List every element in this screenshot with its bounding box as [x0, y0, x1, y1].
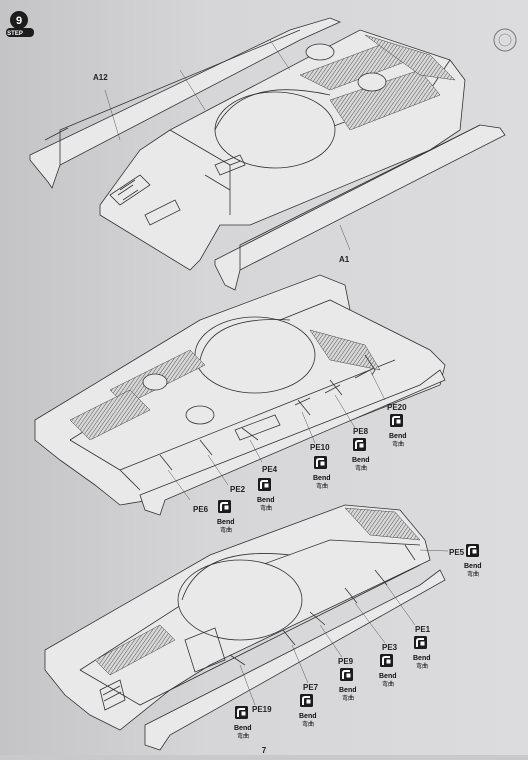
part-label-pe8: PE8 — [353, 427, 369, 436]
bend-note-pe8: Bend 弯曲 — [352, 437, 370, 472]
part-label-a12: A12 — [93, 73, 108, 82]
part-label-pe19: PE19 — [252, 705, 272, 714]
part-label-pe20: PE20 — [387, 403, 407, 412]
svg-text:弯曲: 弯曲 — [316, 482, 328, 490]
svg-text:弯曲: 弯曲 — [467, 570, 479, 578]
step-badge: 9 STEP — [6, 11, 34, 37]
svg-text:Bend: Bend — [413, 655, 431, 662]
svg-text:弯曲: 弯曲 — [302, 720, 314, 728]
svg-text:弯曲: 弯曲 — [355, 464, 367, 472]
svg-text:Bend: Bend — [217, 519, 235, 526]
bend-note-pe3: Bend 弯曲 — [379, 653, 397, 688]
svg-text:Bend: Bend — [379, 673, 397, 680]
page-number: 7 — [262, 746, 267, 755]
part-label-pe7: PE7 — [303, 683, 319, 692]
svg-text:Bend: Bend — [464, 563, 482, 570]
svg-text:Bend: Bend — [257, 497, 275, 504]
hull-top-lower — [44, 504, 449, 751]
part-label-pe1: PE1 — [415, 625, 431, 634]
part-label-pe6: PE6 — [193, 505, 209, 514]
bend-note-pe5: Bend 弯曲 — [464, 543, 482, 578]
hull-top-middle — [34, 274, 446, 516]
hull-top-upper — [29, 17, 506, 291]
part-label-pe2: PE2 — [230, 485, 246, 494]
svg-text:Bend: Bend — [313, 475, 331, 482]
svg-text:弯曲: 弯曲 — [416, 662, 428, 670]
svg-text:弯曲: 弯曲 — [392, 440, 404, 448]
bend-note-pe9: Bend 弯曲 — [339, 667, 357, 702]
svg-text:弯曲: 弯曲 — [342, 694, 354, 702]
svg-text:Bend: Bend — [299, 713, 317, 720]
part-label-a1: A1 — [339, 255, 350, 264]
part-label-pe3: PE3 — [382, 643, 398, 652]
bend-note-pe4: Bend 弯曲 — [257, 477, 275, 512]
brand-logo — [493, 28, 517, 52]
part-label-pe4: PE4 — [262, 465, 278, 474]
svg-text:弯曲: 弯曲 — [382, 680, 394, 688]
svg-text:弯曲: 弯曲 — [260, 504, 272, 512]
svg-text:Bend: Bend — [339, 687, 357, 694]
svg-text:弯曲: 弯曲 — [220, 526, 232, 534]
part-label-pe10: PE10 — [310, 443, 330, 452]
bend-note-pe6: Bend 弯曲 — [217, 499, 235, 534]
step-number: 9 — [16, 15, 22, 27]
bend-note-pe19: Bend 弯曲 — [234, 705, 252, 740]
svg-text:弯曲: 弯曲 — [237, 732, 249, 740]
part-label-pe5: PE5 — [449, 548, 465, 557]
bend-note-pe7: Bend 弯曲 — [299, 693, 317, 728]
bend-note-pe10: Bend 弯曲 — [313, 455, 331, 490]
step-label: STEP — [7, 31, 23, 37]
svg-text:Bend: Bend — [234, 725, 252, 732]
svg-text:Bend: Bend — [389, 433, 407, 440]
svg-text:Bend: Bend — [352, 457, 370, 464]
part-label-pe9: PE9 — [338, 657, 354, 666]
bend-note-pe1: Bend 弯曲 — [413, 635, 431, 670]
bend-note-pe20: Bend 弯曲 — [389, 413, 407, 448]
